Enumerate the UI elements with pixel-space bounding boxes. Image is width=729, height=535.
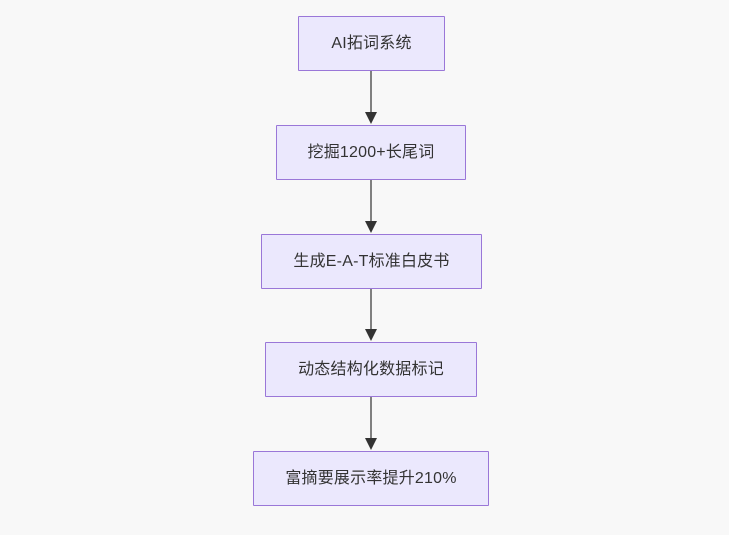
arrow-down-icon bbox=[365, 289, 377, 341]
flowchart-node-label: 富摘要展示率提升210% bbox=[285, 469, 457, 487]
flowchart-node-label: 挖掘1200+长尾词 bbox=[307, 143, 435, 161]
flowchart-edge-n3-n4 bbox=[356, 397, 386, 451]
flowchart-edge-n1-n2 bbox=[356, 180, 386, 234]
flowchart-node-n4[interactable]: 富摘要展示率提升210% bbox=[253, 451, 489, 506]
flowchart-node-n0[interactable]: AI拓词系统 bbox=[298, 16, 445, 71]
flowchart-node-label: 动态结构化数据标记 bbox=[298, 360, 444, 378]
flowchart-node-n2[interactable]: 生成E-A-T标准白皮书 bbox=[261, 234, 482, 289]
arrow-down-icon bbox=[365, 180, 377, 233]
flowchart-node-label: 生成E-A-T标准白皮书 bbox=[293, 252, 450, 270]
flowchart-edge-n0-n1 bbox=[356, 71, 386, 125]
flowchart-edge-n2-n3 bbox=[356, 289, 386, 342]
flowchart-node-label: AI拓词系统 bbox=[331, 34, 412, 52]
arrow-down-icon bbox=[365, 71, 377, 124]
flowchart-node-n1[interactable]: 挖掘1200+长尾词 bbox=[276, 125, 466, 180]
arrow-down-icon bbox=[365, 397, 377, 450]
flowchart-node-n3[interactable]: 动态结构化数据标记 bbox=[265, 342, 477, 397]
